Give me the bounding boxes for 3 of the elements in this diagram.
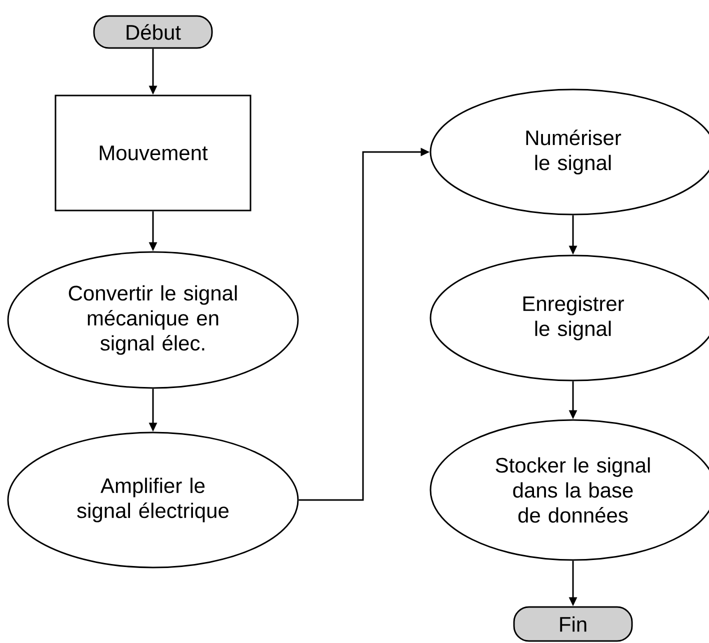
terminal-box: Début	[93, 15, 213, 49]
terminal-box: Fin	[513, 606, 633, 642]
process-box: Mouvement	[54, 94, 252, 212]
